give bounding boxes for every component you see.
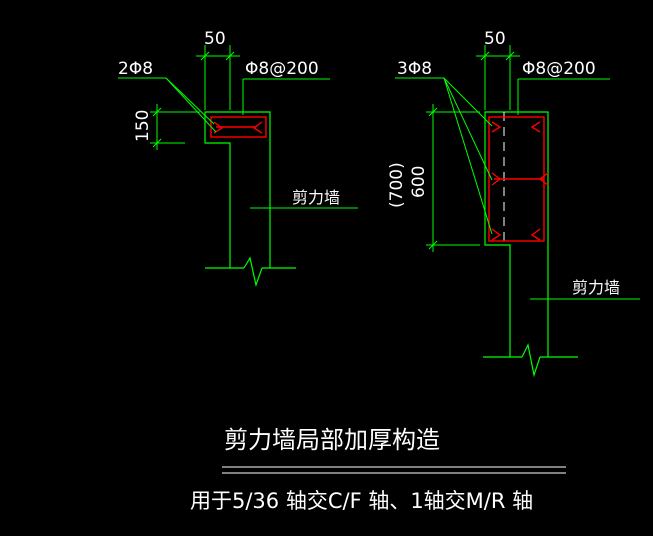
left-rebar-label: 2Φ8 bbox=[118, 59, 153, 79]
left-dim-side bbox=[150, 104, 200, 150]
right-dim-top bbox=[476, 45, 520, 110]
right-wall-outline bbox=[483, 111, 578, 378]
right-rebar-leader bbox=[395, 77, 493, 235]
right-stirrup-label: Φ8@200 bbox=[522, 59, 596, 79]
right-dim-side-label-2: 600 bbox=[409, 166, 429, 198]
left-wall-label: 剪力墙 bbox=[292, 188, 340, 207]
left-rebar-leader bbox=[118, 77, 217, 133]
left-dim-top bbox=[196, 45, 240, 110]
right-dim-side-label-1: (700) bbox=[387, 162, 407, 208]
right-wall-label: 剪力墙 bbox=[572, 278, 620, 297]
left-stirrup-label: Φ8@200 bbox=[245, 59, 319, 79]
right-stirrup bbox=[488, 116, 549, 242]
right-rebar-label: 3Φ8 bbox=[397, 59, 432, 79]
left-stirrup bbox=[210, 116, 267, 138]
left-stirrup-leader bbox=[242, 78, 330, 115]
right-stirrup-leader bbox=[517, 78, 610, 115]
drawing-title: 剪力墙局部加厚构造 bbox=[224, 426, 440, 454]
left-dim-top-label: 50 bbox=[204, 29, 226, 49]
left-dim-side-label: 150 bbox=[133, 110, 153, 142]
left-detail: 50 150 2Φ8 Φ8@200 剪力墙 bbox=[118, 29, 358, 288]
drawing-subtitle: 用于5/36 轴交C/F 轴、1轴交M/R 轴 bbox=[190, 489, 533, 513]
right-detail: 50 (700) 600 3Φ8 Φ8@200 剪力墙 bbox=[387, 29, 640, 378]
right-dim-top-label: 50 bbox=[484, 29, 506, 49]
right-dim-side bbox=[426, 104, 480, 252]
left-wall-outline bbox=[204, 111, 296, 288]
